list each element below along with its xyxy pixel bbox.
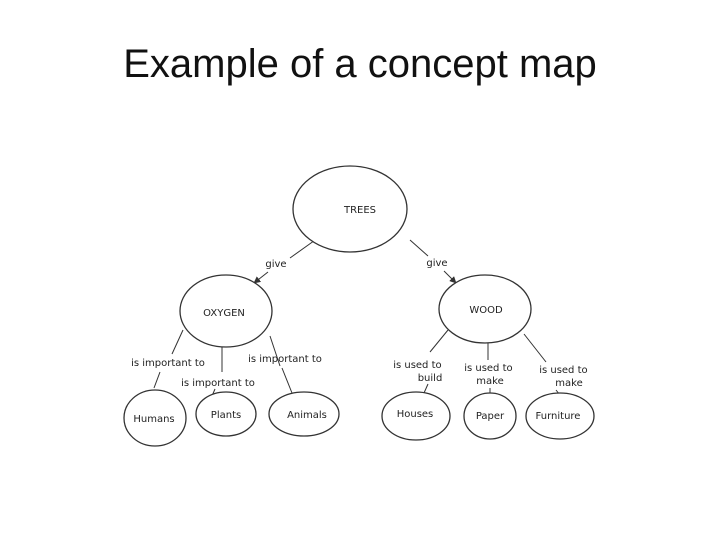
node-houses-shape [381,391,451,441]
edge-labels: give give is important to is important t… [131,258,591,389]
node-houses: Houses [381,391,451,441]
label-wood-houses: is used to build [393,360,445,384]
label-wood-furniture-line-2: make [555,378,582,389]
edge-trees-wood-upper [409,239,429,257]
node-plants-shape [195,391,257,437]
node-humans-shape [123,389,187,447]
edge-wood-houses-lower [423,383,429,394]
label-wood-paper-line-2: make [476,376,503,387]
label-oxygen-humans: is important to [131,358,205,369]
node-furniture-shape [525,392,595,440]
label-wood-furniture-line-1: is used to [539,365,587,376]
node-wood-label: WOOD [469,305,503,316]
label-wood-paper-line-1: is used to [464,363,512,374]
node-paper-label: Paper [476,411,505,422]
label-wood-houses-line-2: build [418,373,443,384]
node-paper: Paper [463,392,517,440]
node-humans: Humans [123,389,187,447]
label-wood-paper: is used to make [464,363,516,387]
node-furniture-label: Furniture [536,411,581,422]
label-wood-houses-line-1: is used to [393,360,441,371]
node-oxygen: OXYGEN [179,274,273,348]
node-wood: WOOD [438,274,532,344]
node-trees-label: TREES [343,205,376,216]
nodes: TREES OXYGEN WOOD Humans Plants Animals … [123,165,595,447]
node-plants: Plants [195,391,257,437]
node-animals: Animals [268,391,340,437]
edge-trees-oxygen-lower [253,271,269,284]
edge-oxygen-humans-upper [171,329,184,355]
node-trees: TREES [292,165,408,253]
edge-oxygen-humans-lower [153,371,161,389]
edge-trees-wood-lower [443,270,457,284]
node-trees-shape [292,165,408,253]
edges [153,237,561,397]
node-humans-label: Humans [133,414,174,425]
edge-oxygen-animals-lower [281,367,293,394]
node-animals-shape [268,391,340,437]
node-plants-label: Plants [211,410,241,421]
label-trees-wood: give [426,258,447,269]
node-oxygen-label: OXYGEN [203,308,245,319]
node-houses-label: Houses [397,409,434,420]
edge-oxygen-animals [269,335,281,367]
node-wood-shape [438,274,532,344]
edge-wood-houses [429,329,449,353]
label-wood-furniture: is used to make [539,365,591,389]
label-oxygen-plants: is important to [181,378,255,389]
node-oxygen-shape [179,274,273,348]
slide-title: Example of a concept map [123,42,597,86]
label-trees-oxygen: give [265,259,286,270]
node-animals-label: Animals [287,410,327,421]
edge-wood-furniture [523,333,547,363]
node-paper-shape [463,392,517,440]
node-furniture: Furniture [525,392,595,440]
label-oxygen-animals: is important to [248,354,322,365]
